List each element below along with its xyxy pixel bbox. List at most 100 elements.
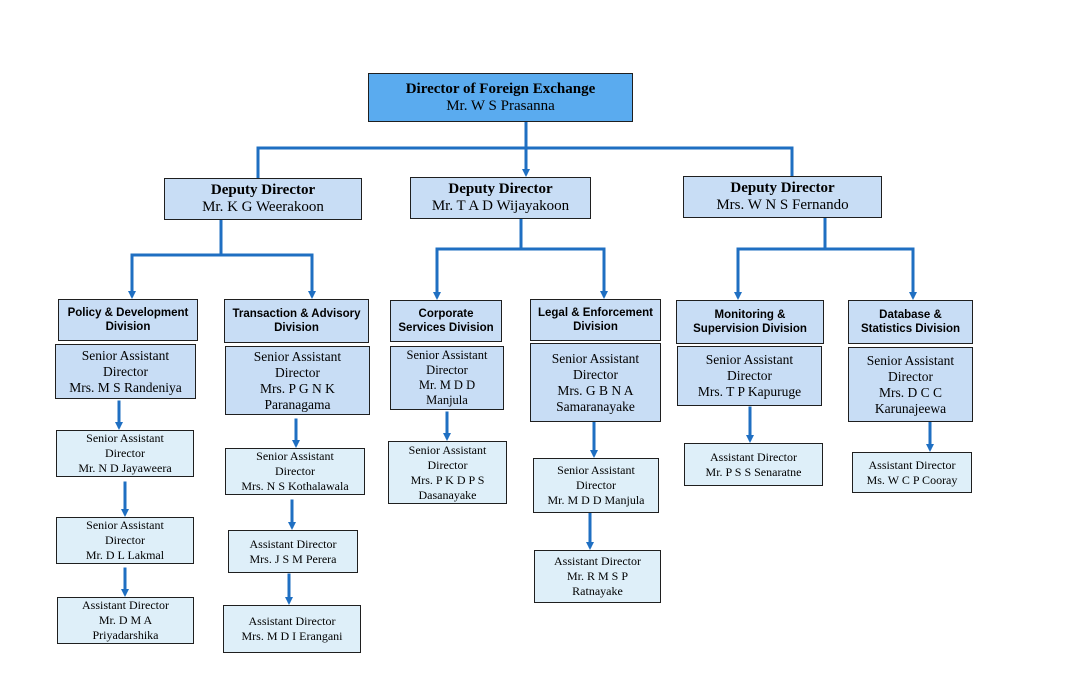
staff-line: Assistant Director: [710, 449, 797, 464]
staff-line: Karunajeewa: [874, 400, 947, 416]
staff-line: Mrs. N S Kothalawala: [241, 479, 349, 493]
staff-box: Senior Assistant Director Mrs. M S Rande…: [55, 344, 196, 399]
division-box: Policy & Development Division: [58, 299, 198, 341]
staff-line: Director: [427, 457, 468, 472]
deputy-name: Mr. K G Weerakoon: [202, 199, 324, 215]
staff-line: Mr. N D Jayaweera: [78, 461, 172, 475]
staff-line: Priyadarshika: [92, 628, 159, 642]
division-name-line: Supervision Division: [693, 323, 807, 335]
staff-line: Mrs. T P Kapuruge: [697, 384, 802, 399]
deputy-title: Deputy Director: [448, 181, 553, 197]
staff-line: Senior Assistant: [86, 518, 164, 532]
staff-box: Senior Assistant Director Mrs. G B N A S…: [530, 343, 661, 422]
division-name-line: Division: [105, 321, 151, 333]
staff-box: Senior Assistant Director Mrs. N S Kotha…: [225, 448, 365, 495]
division-name-line: Services Division: [398, 322, 494, 334]
staff-box: Senior Assistant Director Mrs. D C C Kar…: [848, 347, 973, 422]
staff-line: Senior Assistant: [406, 348, 488, 362]
staff-line: Ratnayake: [572, 584, 623, 598]
staff-box: Senior Assistant Director Mrs. P K D P S…: [388, 441, 507, 504]
staff-line: Mr. M D D Manjula: [547, 493, 645, 507]
staff-line: Director: [275, 364, 320, 380]
division-box: Corporate Services Division: [390, 300, 502, 342]
staff-line: Samaranayake: [556, 398, 635, 414]
staff-line: Senior Assistant: [253, 348, 342, 364]
staff-line: Director: [275, 464, 315, 478]
staff-line: Director: [105, 446, 145, 460]
staff-line: Director: [576, 478, 616, 492]
staff-line: Senior Assistant: [86, 431, 164, 445]
staff-line: Senior Assistant: [256, 449, 334, 463]
division-box: Legal & Enforcement Division: [530, 299, 661, 341]
staff-line: Director: [105, 533, 145, 547]
staff-line: Mrs. M D I Erangani: [241, 629, 343, 643]
staff-line: Mr. M D D: [418, 378, 476, 392]
staff-line: Dasanayake: [418, 487, 477, 502]
staff-line: Director: [573, 366, 618, 382]
division-name-line: Corporate: [418, 308, 474, 320]
staff-line: Assistant Director: [868, 457, 956, 472]
staff-box: Senior Assistant Director Mr. D L Lakmal: [56, 517, 194, 564]
staff-box: Senior Assistant Director Mr. M D D Manj…: [533, 458, 659, 513]
staff-box: Senior Assistant Director Mr. M D D Manj…: [390, 346, 504, 410]
staff-line: Senior Assistant: [551, 350, 640, 366]
staff-line: Director: [426, 363, 468, 377]
staff-box: Senior Assistant Director Mrs. P G N K P…: [225, 346, 370, 415]
staff-line: Director: [103, 363, 148, 379]
deputy-name: Mrs. W N S Fernando: [716, 197, 849, 213]
division-box: Transaction & Advisory Division: [224, 299, 369, 343]
division-box: Monitoring & Supervision Division: [676, 300, 824, 344]
staff-line: Senior Assistant: [81, 347, 170, 363]
staff-line: Assistant Director: [82, 598, 169, 612]
staff-line: Mrs. P K D P S: [410, 472, 485, 487]
staff-box: Assistant Director Mr. D M A Priyadarshi…: [57, 597, 194, 644]
staff-line: Mrs. J S M Perera: [249, 551, 337, 566]
staff-box: Assistant Director Ms. W C P Cooray: [852, 452, 972, 493]
division-name-line: Division: [274, 322, 319, 334]
staff-line: Mrs. D C C: [878, 384, 942, 400]
director-box: Director of Foreign Exchange Mr. W S Pra…: [368, 73, 633, 122]
staff-line: Mr. D L Lakmal: [85, 548, 165, 562]
division-name-line: Statistics Division: [860, 323, 961, 335]
staff-line: Mr. R M S P: [566, 569, 629, 583]
staff-box: Assistant Director Mrs. J S M Perera: [228, 530, 358, 573]
staff-box: Assistant Director Mr. P S S Senaratne: [684, 443, 823, 486]
staff-line: Senior Assistant: [705, 352, 794, 367]
deputy-box: Deputy Director Mrs. W N S Fernando: [683, 176, 882, 218]
director-title: Director of Foreign Exchange: [405, 80, 596, 97]
deputy-name: Mr. T A D Wijayakoon: [431, 198, 570, 214]
staff-box: Senior Assistant Director Mr. N D Jayawe…: [56, 430, 194, 477]
staff-line: Mrs. G B N A: [557, 382, 634, 398]
staff-line: Mr. P S S Senaratne: [705, 464, 802, 479]
division-name-line: Monitoring &: [714, 309, 786, 321]
staff-line: Paranagama: [264, 396, 331, 412]
division-name-line: Policy & Development: [67, 307, 189, 319]
staff-box: Assistant Director Mr. R M S P Ratnayake: [534, 550, 661, 603]
staff-line: Ms. W C P Cooray: [866, 472, 958, 487]
division-name-line: Database &: [879, 309, 942, 321]
staff-line: Director: [888, 368, 933, 384]
staff-box: Assistant Director Mrs. M D I Erangani: [223, 605, 361, 653]
staff-line: Assistant Director: [249, 536, 337, 551]
division-box: Database & Statistics Division: [848, 300, 973, 344]
staff-line: Mrs. P G N K: [260, 380, 335, 396]
staff-line: Mr. D M A: [98, 613, 153, 627]
staff-line: Mrs. M S Randeniya: [69, 379, 182, 395]
staff-line: Assistant Director: [248, 614, 336, 628]
deputy-title: Deputy Director: [730, 180, 835, 196]
division-name-line: Legal & Enforcement: [537, 307, 654, 319]
staff-line: Senior Assistant: [866, 352, 955, 368]
deputy-box: Deputy Director Mr. K G Weerakoon: [164, 178, 362, 220]
staff-line: Manjula: [426, 393, 468, 407]
deputy-title: Deputy Director: [210, 182, 316, 198]
staff-line: Senior Assistant: [408, 442, 487, 457]
deputy-box: Deputy Director Mr. T A D Wijayakoon: [410, 177, 591, 219]
division-name-line: Division: [573, 321, 618, 333]
staff-box: Senior Assistant Director Mrs. T P Kapur…: [677, 346, 822, 406]
division-name-line: Transaction & Advisory: [232, 308, 361, 320]
staff-line: Senior Assistant: [557, 463, 635, 477]
staff-line: Director: [727, 368, 772, 383]
staff-line: Assistant Director: [554, 554, 641, 568]
